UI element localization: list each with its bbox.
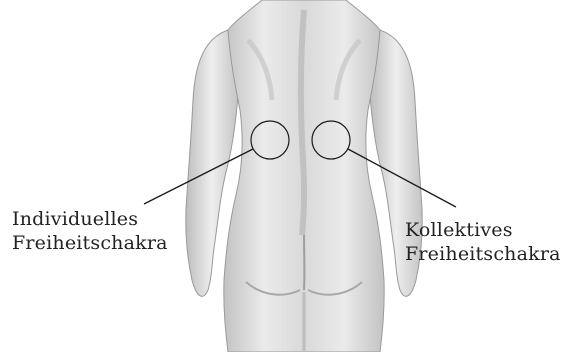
right-label-line2: Freiheitschakra bbox=[405, 243, 561, 265]
left-label-line1: Individuelles bbox=[12, 208, 138, 230]
right-label-line1: Kollektives bbox=[405, 219, 513, 241]
spine-shadow bbox=[301, 10, 304, 235]
left-label-line2: Freiheitschakra bbox=[12, 232, 168, 254]
human-back-figure bbox=[186, 0, 422, 352]
